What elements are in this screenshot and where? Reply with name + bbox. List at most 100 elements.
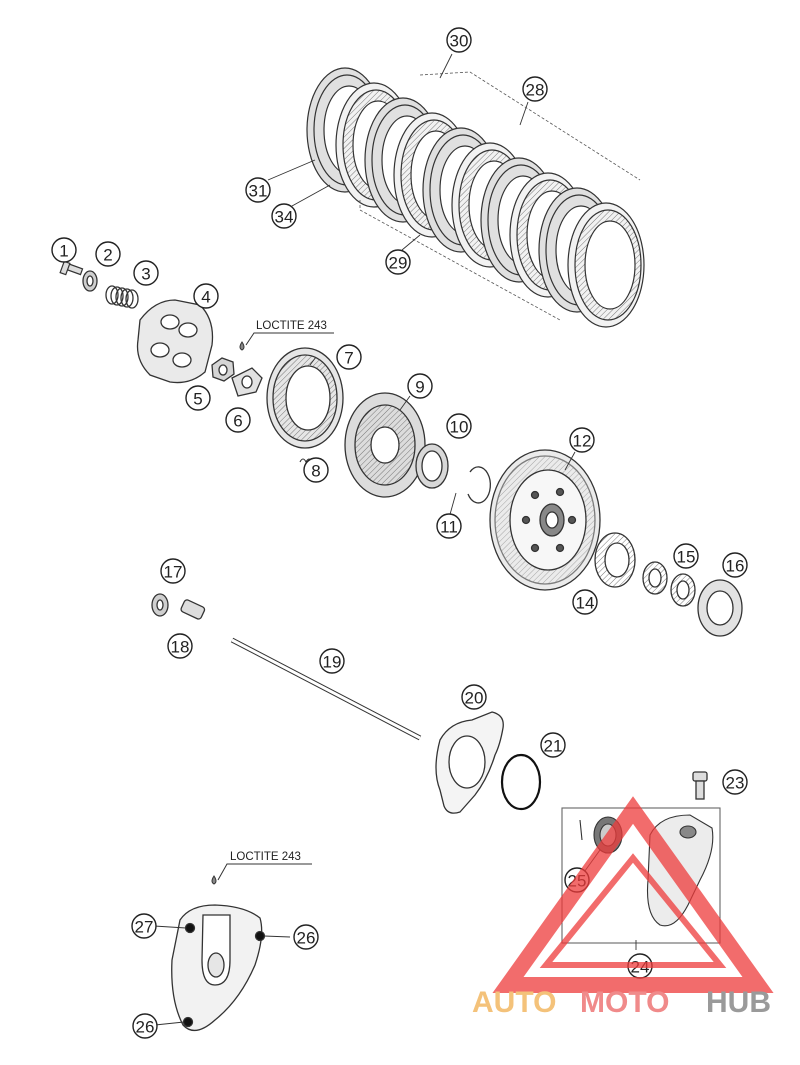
callout-ring [385,249,411,275]
callout-23: 23 [722,769,748,795]
callout-label: 17 [164,563,183,582]
callout-label: 31 [249,182,268,201]
cover-part-26 [171,904,266,1032]
callout-ring [160,558,186,584]
callout-26b: 26 [132,1013,158,1039]
callout-label: 8 [311,462,320,481]
callout-ring [569,427,595,453]
callout-ring [293,924,319,950]
callout-ring [133,260,159,286]
callout-ring [245,177,271,203]
gasket-part-20 [435,711,504,814]
callout-ring [722,769,748,795]
clutch-disc-bore [584,220,636,310]
callout-11: 11 [436,513,462,539]
clutch-basket-part-12 [489,449,601,591]
callout-ring [461,684,487,710]
seal-part-17 [151,593,169,617]
callout-ring [95,241,121,267]
callout-15: 15 [673,543,699,569]
callout-label: 18 [171,638,190,657]
inner-clutch-hub-part-7 [266,347,344,449]
callout-label: 28 [526,81,545,100]
disc-group-brackets [359,71,641,321]
loctite-drop-top [239,332,334,351]
callout-label: 9 [415,378,424,397]
callout-17: 17 [160,558,186,584]
needle-bearings-part-15 [642,561,696,607]
automotohub-watermark: AUTO MOTO HUB [472,796,774,1019]
callout-ring [572,589,598,615]
watermark-word-moto: MOTO [580,986,669,1019]
callout-26a: 26 [293,924,319,950]
callout-ring [446,27,472,53]
callout-20: 20 [461,684,487,710]
callout-label: 27 [135,918,154,937]
callout-6: 6 [225,407,251,433]
thrust-washer-part-10 [415,443,449,489]
callout-3: 3 [133,260,159,286]
callout-14: 14 [572,589,598,615]
callout-18: 18 [167,633,193,659]
callout-label: 3 [141,265,150,284]
callout-1: 1 [51,237,77,263]
callout-label: 14 [576,594,595,613]
loctite-drop-bottom [211,863,312,885]
callout-label: 11 [440,518,458,537]
callout-ring [185,385,211,411]
callout-label: 30 [450,32,469,51]
o-ring-part-21 [500,753,542,811]
callout-34: 34 [271,203,297,229]
callout-label: 2 [103,246,112,265]
callout-30: 30 [446,27,472,53]
callout-label: 5 [193,390,202,409]
callout-4: 4 [193,283,219,309]
callout-5: 5 [185,385,211,411]
pressure-plate-part-4 [136,299,214,384]
leader-lines [153,53,637,1026]
washer-part-2 [82,270,98,292]
nut-part-5 [211,357,235,382]
loctite-note-bottom: LOCTITE 243 [230,851,301,863]
callout-19: 19 [319,648,345,674]
callout-ring [436,513,462,539]
callout-label: 26 [297,929,316,948]
callout-9: 9 [407,373,433,399]
callout-28: 28 [522,76,548,102]
callout-ring [271,203,297,229]
callout-label: 15 [677,548,696,567]
watermark-triangle [492,796,774,993]
callout-ring [132,1013,158,1039]
callout-label: 6 [233,412,242,431]
callout-31: 31 [245,177,271,203]
callout-8: 8 [303,457,329,483]
callout-label: 20 [465,689,484,708]
callout-label: 1 [59,242,68,261]
push-piece-part-18 [180,599,206,620]
lock-washer-part-6 [231,367,263,397]
callout-ring [540,732,566,758]
bolt-part-23 [692,771,708,800]
callout-ring [522,76,548,102]
callout-ring [673,543,699,569]
callout-ring [167,633,193,659]
callout-label: 16 [726,557,745,576]
callout-ring [51,237,77,263]
callout-label: 4 [201,288,210,307]
thrust-washer-part-16 [697,579,743,637]
callout-label: 7 [344,349,353,368]
callout-7: 7 [336,344,362,370]
callout-ring [722,552,748,578]
callout-ring [336,344,362,370]
bolt-part-1 [59,260,84,276]
circlip-part-11 [467,466,491,504]
callout-label: 26 [136,1018,155,1037]
callout-10: 10 [446,413,472,439]
callout-label: 10 [450,418,469,437]
callout-2: 2 [95,241,121,267]
push-rod-part-19 [230,637,422,741]
callout-label: 34 [275,208,294,227]
callout-ring [319,648,345,674]
